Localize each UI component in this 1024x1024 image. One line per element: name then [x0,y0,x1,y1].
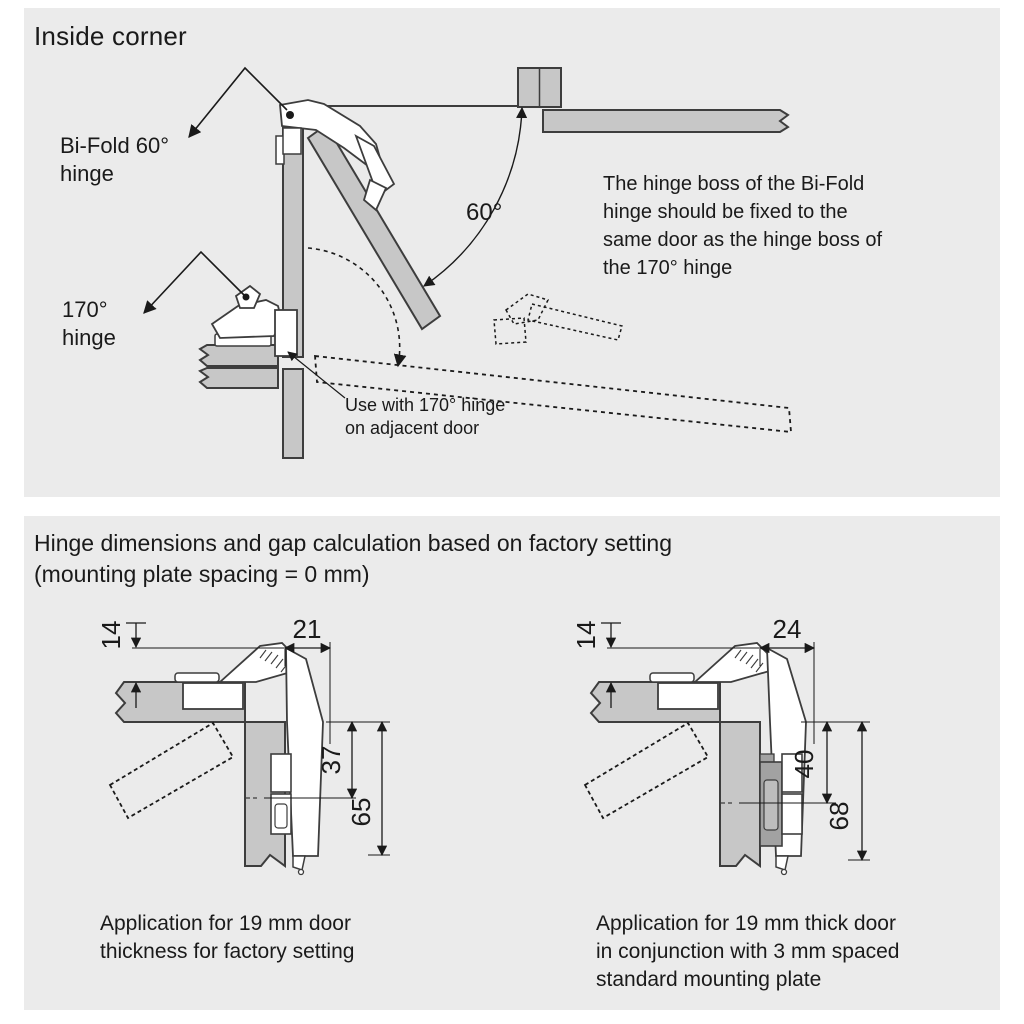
hinge-pivot-dot [286,111,294,119]
bottom-title-line1: Hinge dimensions and gap calculation bas… [34,530,673,556]
right-hinge-arm [692,642,775,683]
paragraph-line3: same door as the hinge boss of [603,229,883,251]
left-dim37-label: 37 [316,746,346,775]
right-drawing-caption: Application for 19 mm thick door in conj… [596,910,900,994]
adjacent-door-bar-2 [198,367,279,389]
hinge-170-label-line1: 170° [62,297,108,322]
right-caption-line2: in conjunction with 3 mm spaced [596,940,900,963]
left-dim65-label: 65 [346,798,376,827]
right-hinge-cup [657,682,719,710]
cabinet-structure [275,67,790,459]
right-arm-hatching [734,649,764,673]
bifold-hinge-label: Bi-Fold 60° hinge [60,132,169,188]
right-cup-flange [649,672,695,683]
bifold-hinge-label-line1: Bi-Fold 60° [60,133,170,158]
note-line2: on adjacent door [345,418,480,438]
left-doors [114,642,324,876]
right-caption-line3: standard mounting plate [596,968,822,991]
bottom-title-line2: (mounting plate spacing = 0 mm) [34,561,370,587]
bifold-hinge-assembly [279,99,442,331]
left-hinge-cup [182,682,244,710]
open-hinge-part-1 [505,293,550,325]
bifold-hinge-label-line2: hinge [60,161,114,186]
swing-arc-60 [423,106,528,287]
hinge-pad-1 [354,134,396,198]
hinge-170-label: 170° hinge [62,296,116,352]
hinge-pad-2 [362,178,388,212]
left-arm-hatching [259,649,289,673]
open-door-dashed [307,247,792,434]
note-leader-line [287,351,346,399]
right-dimension-lines [601,622,870,862]
left-cup-flange [174,672,220,683]
adjacent-door-note: Use with 170° hinge on adjacent door [345,394,505,440]
hinge-170-cup [274,309,298,357]
note-line1: Use with 170° hinge [345,395,506,415]
left-caption-line2: thickness for factory setting [100,940,355,963]
right-foot-screw [780,868,788,876]
left-drawing-caption: Application for 19 mm door thickness for… [100,910,354,966]
angle-60-arc: 60° [423,106,528,287]
bifold-pointer [188,66,288,138]
paragraph-line2: hinge should be fixed to the [603,201,848,223]
panel-top-title: Inside corner [34,21,187,51]
adjacent-door-bar-1 [198,344,279,367]
left-hinge-foot [292,855,306,871]
open-hinge-part-3 [527,303,623,341]
left-boss-upper [270,753,292,793]
dimensions-panel: 14 21 37 65 [24,516,1000,1010]
right-vertical-door [719,721,761,868]
right-dim40-label: 40 [789,750,819,779]
left-dashed-door [108,721,235,820]
left-boss-slot [274,803,288,829]
right-dim24-label: 24 [773,614,802,644]
dimension-drawings: 14 21 37 65 [96,614,870,876]
inside-corner-panel: 60° Inside corner Bi-Fold 60 [24,8,1000,497]
swing-arc-dashed [307,247,407,368]
right-boss-upper [781,753,803,793]
left-foot-screw [297,868,305,876]
right-doors [589,642,807,876]
left-second-door [285,646,324,857]
drawing-factory-setting: 14 21 37 65 [96,614,390,876]
inside-corner-drawing: 60° [143,66,792,459]
open-door-outline [314,354,792,434]
right-plate-slot [763,779,779,831]
left-dim21-label: 21 [293,614,322,644]
drawing-spaced-plate: 14 24 40 68 [571,614,870,876]
right-dim14-label: 14 [571,621,601,650]
right-caption-line1: Application for 19 mm thick door [596,912,896,935]
angle-60-label: 60° [466,199,502,226]
right-dim68-label: 68 [824,802,854,831]
hinge-170-pointer [143,250,246,314]
label-pointers [143,66,346,399]
right-dashed-door [583,721,710,820]
right-hinge-foot [775,855,789,871]
hinge-cup-top [282,127,302,155]
right-boss-lower [781,793,803,835]
vertical-door-lower [282,368,304,459]
hinge-170-assembly [198,284,298,389]
left-dimension-lines [126,622,390,857]
paragraph-line4: the 170° hinge [603,257,733,279]
left-caption-line1: Application for 19 mm door [100,912,351,935]
panel-bottom-title: Hinge dimensions and gap calculation bas… [34,528,672,590]
open-hinge-part-2 [493,317,527,345]
hinge-boss-paragraph: The hinge boss of the Bi-Fold hinge shou… [603,170,882,282]
left-dim14-label: 14 [96,621,126,650]
top-shelf-broken [542,109,790,133]
hinge-170-label-line2: hinge [62,325,116,350]
paragraph-line1: The hinge boss of the Bi-Fold [603,173,865,195]
